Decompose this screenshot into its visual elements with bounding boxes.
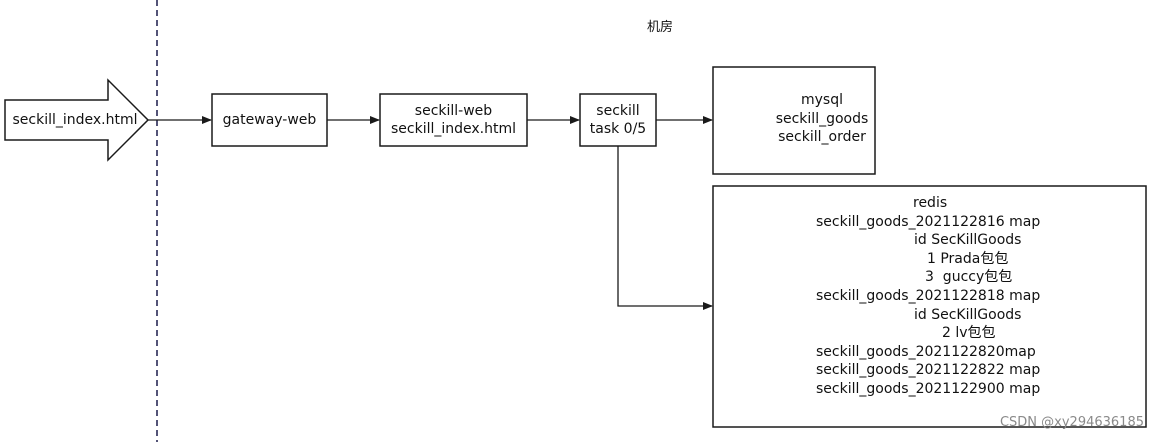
gateway-label: gateway-web: [222, 111, 317, 128]
mysql-text: mysql seckill_goods seckill_order: [713, 85, 931, 153]
redis-line: 1 Prada包包: [927, 250, 1009, 267]
seckill-task-line2: task 0/5: [589, 121, 647, 137]
watermark: CSDN @xy294636185: [999, 415, 1144, 430]
redis-line: seckill_goods_2021122818 map: [816, 288, 1041, 304]
mysql-line1: mysql: [801, 92, 843, 109]
redis-line: id SecKillGoods: [914, 232, 1022, 249]
redis-line: id SecKillGoods: [914, 306, 1022, 323]
redis-line: 3 guccy包包: [925, 269, 1013, 286]
redis-box: [712, 185, 1147, 428]
entry-block-arrow: [4, 78, 150, 162]
seckill-web-text: seckill-web seckill_index.html: [380, 94, 527, 146]
room-label: 机房: [646, 20, 673, 35]
redis-line: seckill_goods_2021122820map: [816, 343, 1036, 360]
mysql-line2: seckill_goods: [775, 110, 869, 127]
redis-line: seckill_goods_2021122822 map: [816, 362, 1041, 379]
seckill-web-line1: seckill-web: [414, 102, 493, 119]
gateway-text: gateway-web: [212, 94, 327, 146]
arrow-task-to-redis: [617, 146, 713, 310]
seckill-task-box: [579, 93, 657, 147]
seckill-task-text: seckill task 0/5: [580, 94, 656, 146]
seckill-web-line2: seckill_index.html: [390, 121, 517, 137]
redis-line: redis: [913, 195, 948, 211]
mysql-line3: seckill_order: [778, 129, 866, 146]
seckill-task-line1: seckill: [596, 102, 640, 119]
redis-line: 2 lv包包: [942, 325, 996, 342]
entry-label: seckill_index.html: [12, 112, 138, 128]
redis-line: seckill_goods_2021122900 map: [816, 381, 1041, 397]
mysql-box: [712, 66, 876, 175]
redis-line: seckill_goods_2021122816 map: [816, 213, 1041, 230]
gateway-box: [211, 93, 328, 147]
